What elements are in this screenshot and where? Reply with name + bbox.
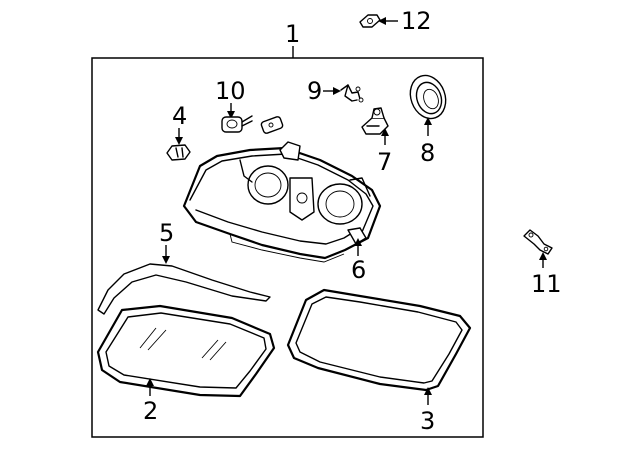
callout-8[interactable]: 8 [420,139,435,167]
callout-5[interactable]: 5 [159,219,174,247]
callout-9[interactable]: 9 [307,77,322,105]
callout-3[interactable]: 3 [420,407,435,435]
arrow-7 [381,128,389,136]
arrow-9 [333,87,341,95]
part-5-trim-molding[interactable] [97,263,271,315]
part-6-headlamp-housing[interactable] [182,141,382,263]
part-8-dust-cap[interactable] [405,71,452,124]
part-2-headlamp-lens[interactable] [96,304,276,398]
callout-2[interactable]: 2 [143,397,158,425]
callout-6[interactable]: 6 [351,256,366,284]
arrow-2 [146,378,154,386]
assembly-frame [91,57,484,438]
arrow-5 [162,256,170,264]
part-7-bulb[interactable] [361,107,389,135]
arrow-4 [175,137,183,145]
arrow-3 [424,387,432,395]
callout-4[interactable]: 4 [172,102,187,130]
arrow-12 [378,17,386,25]
arrow-10 [227,111,235,119]
part-4-retaining-clip[interactable] [166,144,191,161]
part-10-bulb-socket[interactable] [221,115,284,134]
callout-1[interactable]: 1 [285,20,300,48]
part-9-wire-harness[interactable] [340,84,364,103]
arrow-6 [354,238,362,246]
part-12-clip[interactable] [359,14,381,28]
arrow-11 [539,252,547,260]
callout-10[interactable]: 10 [215,77,246,105]
callout-12[interactable]: 12 [401,7,432,35]
arrow-8 [424,117,432,125]
callout-11[interactable]: 11 [531,270,562,298]
callout-7[interactable]: 7 [377,148,392,176]
part-11-mounting-bracket[interactable] [523,229,553,255]
part-3-lens-gasket[interactable] [286,288,472,392]
